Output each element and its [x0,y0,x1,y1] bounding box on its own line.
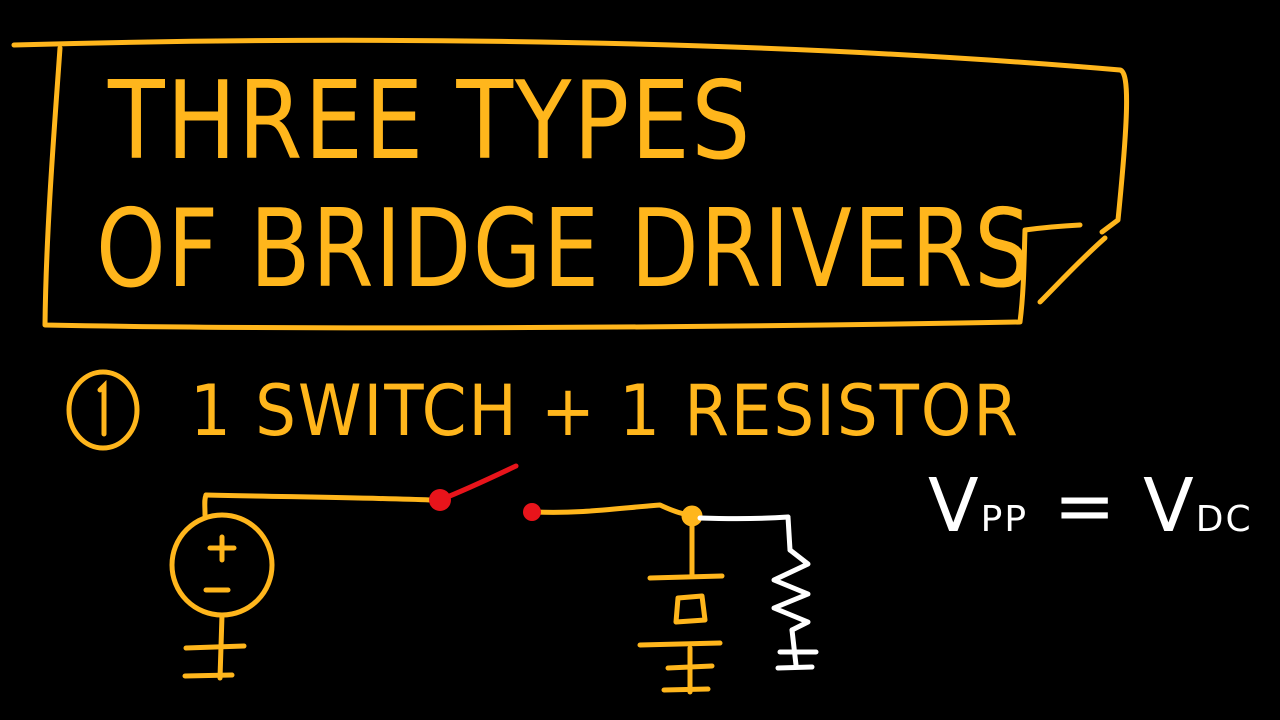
ground-icon [182,612,247,681]
switch-icon [429,463,541,521]
dc-voltage-source-icon [169,492,275,618]
title-line-2: OF BRIDGE DRIVERS [96,187,1033,312]
equation-rhs-v: V [1143,463,1196,549]
equation-lhs-v: V [928,463,981,549]
resistor-icon [681,505,819,671]
item-1-text: 1 SWITCH + 1 RESISTOR [190,370,1020,452]
item-1-label: 1 SWITCH + 1 RESISTOR [190,376,1020,446]
equation-lhs-subscript: PP [980,499,1029,540]
equation-vpp-vdc: VPP = VDC [928,466,1253,560]
diode-icon [637,512,725,695]
equation-rhs-subscript: DC [1195,499,1253,540]
equation-equals: = [1053,463,1118,549]
title-line-1: THREE TYPES [108,59,753,184]
